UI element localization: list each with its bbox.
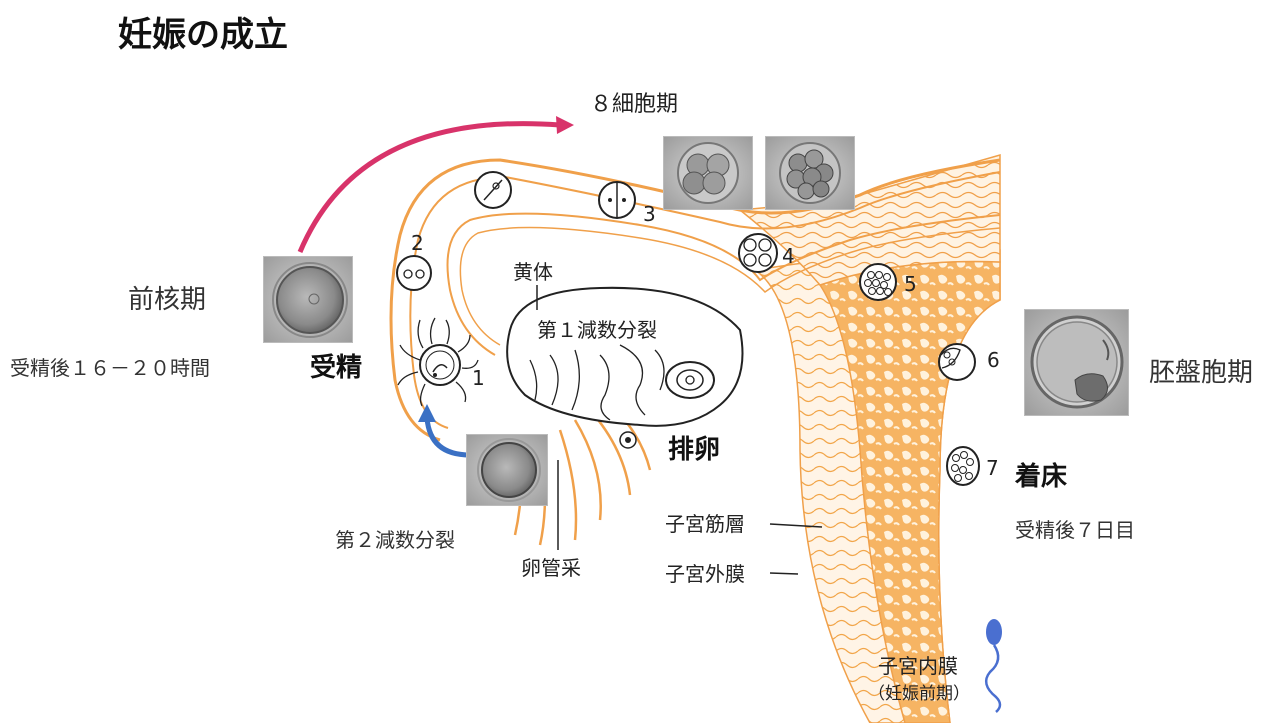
fertilization-label: 受精 <box>310 353 363 383</box>
myometrium-pointer <box>769 523 823 528</box>
page-title: 妊娠の成立 <box>118 15 288 55</box>
implantation-time-label: 受精後７日目 <box>1015 518 1135 542</box>
fimbria-label: 卵管采 <box>521 556 581 580</box>
fallopian-tube-inner2 <box>459 226 1001 346</box>
ovulation-label: 排卵 <box>668 435 721 465</box>
blastocyst-label: 胚盤胞期 <box>1149 358 1254 388</box>
stage-3-two-cell <box>598 181 636 219</box>
stage-2-pronuclear <box>396 255 432 291</box>
blue-arrow <box>424 417 471 458</box>
meiosis-2-label: 第２減数分裂 <box>335 528 455 552</box>
meiosis-2-photo <box>466 434 548 506</box>
corpus-luteum-label: 黄体 <box>513 260 553 284</box>
endometrium-sub-label: （妊娠前期） <box>868 684 970 704</box>
ovarian-follicle <box>665 361 715 399</box>
stage-number-3: 3 <box>643 202 656 226</box>
ovary-texture <box>529 344 665 421</box>
blue-arrowhead <box>418 404 436 422</box>
blastocyst-photo <box>1024 309 1129 416</box>
pink-arrowhead <box>556 116 574 134</box>
stage-7-implanting <box>946 446 980 486</box>
stage-number-5: 5 <box>904 272 917 296</box>
myometrium-label: 子宮筋層 <box>665 512 745 536</box>
ovulated-egg <box>619 431 637 449</box>
stage-cleavage-spindle <box>474 171 512 209</box>
fallopian-tube-inner <box>446 212 1001 356</box>
stage-4-morula <box>738 233 778 273</box>
stage-number-4: 4 <box>782 244 795 268</box>
ovary <box>506 286 744 427</box>
eight-cell-label: ８細胞期 <box>590 92 679 117</box>
perimetrium-pointer <box>769 572 799 575</box>
implantation-label: 着床 <box>1015 462 1068 492</box>
stage-number-7: 7 <box>986 456 999 480</box>
stage-number-2: 2 <box>411 231 424 255</box>
sperm-icon <box>984 619 1002 713</box>
pink-arrow <box>297 121 561 253</box>
fallopian-tube-wall <box>409 171 1001 429</box>
eight-cell-photo-2 <box>765 136 855 210</box>
perimetrium-label: 子宮外膜 <box>665 562 745 586</box>
pronuclear-photo <box>263 256 353 343</box>
stage-5-compact-morula <box>859 263 897 301</box>
stage-6-blastocyst <box>938 343 976 381</box>
endometrium-label: 子宮内膜 <box>878 654 958 678</box>
pronuclear-label: 前核期 <box>128 285 207 315</box>
pronuclear-time-label: 受精後１６－２０時間 <box>10 356 210 380</box>
meiosis-1-label: 第１減数分裂 <box>537 318 657 342</box>
eight-cell-photo-1 <box>663 136 753 210</box>
stage-number-6: 6 <box>987 348 1000 372</box>
stage-number-1: 1 <box>472 366 485 390</box>
fallopian-tube-outer <box>389 158 1001 442</box>
stage-1-zygote <box>397 317 479 407</box>
